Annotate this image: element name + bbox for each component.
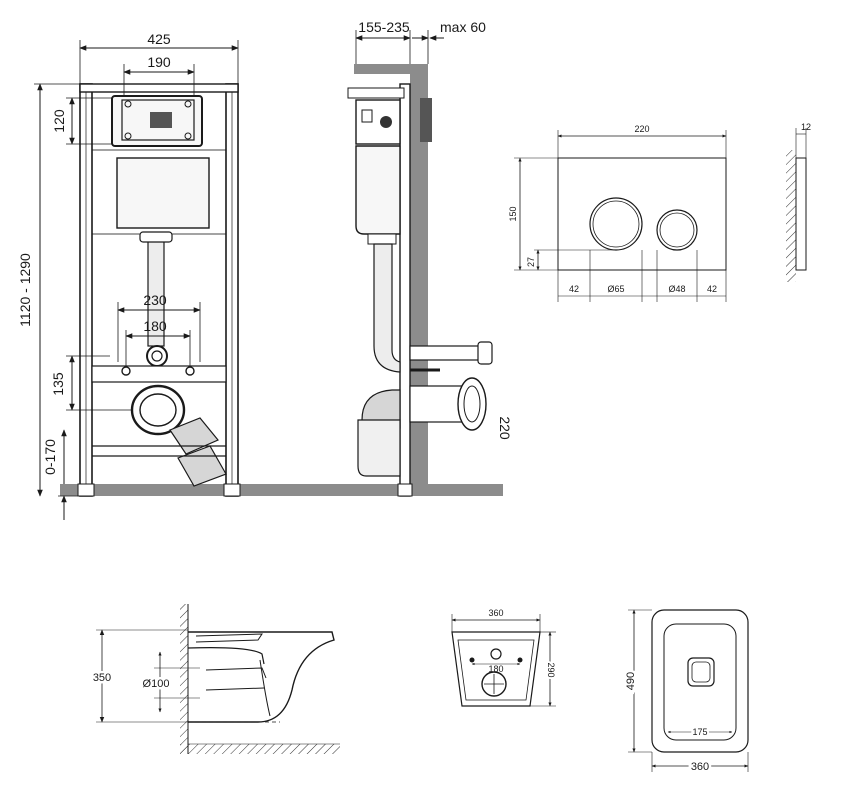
back-top-hole [490,648,502,660]
dim-top-inner: 175 [692,727,707,737]
dim-bottom-offset: 27 [526,257,536,267]
dim-total-width: 425 [147,31,171,47]
dim-edge-left: 42 [569,284,579,294]
frame-side-post [399,83,411,497]
side-inlet-pipe [409,345,485,361]
side-waste-elbow [361,389,401,429]
bowl-outline [188,631,335,723]
flush-plate-side-view: 12 [786,122,811,282]
inlet-connector [146,345,168,367]
frame-front-view: 425 190 1120 - 1290 120 230 180 135 0 [17,31,503,520]
dim-depth-range: 155-235 [358,19,410,35]
frame-top-rail [79,83,239,93]
bowl-top-outlet [687,657,715,687]
bolt-rail [91,365,227,383]
cistern-body [116,157,210,229]
dim-plate-offset: 120 [51,109,67,133]
dim-bowl-outlet: Ø100 [143,678,170,690]
bowl-top-view: 490 175 360 [623,609,749,776]
dim-button-small: Ø48 [668,284,685,294]
dim-plate-width-220: 220 [634,124,649,134]
side-flush-pipe [373,243,401,373]
dim-plate-thickness: 12 [801,122,811,132]
dim-back-width: 360 [488,608,503,618]
button-small [656,209,698,251]
dim-back-bolt: 180 [488,664,503,674]
dim-edge-right: 42 [707,284,717,294]
bolt-right [185,366,195,376]
flush-plate-edge [795,157,807,271]
button-large [589,197,643,251]
dim-height-range: 1120 - 1290 [17,253,33,327]
bowl-wall-hatch [180,604,188,754]
dim-plate-height-150: 150 [508,206,518,221]
dim-cut-label: 220 [497,416,513,440]
dim-floor-offset: 0-170 [42,439,58,475]
bowl-side-view: 350 Ø100 [90,604,340,754]
bowl-back-view: 360 180 290 [451,608,558,707]
dim-top-width: 360 [691,761,709,773]
dim-button-large: Ø65 [607,284,624,294]
dim-bowl-height: 350 [93,672,111,684]
dim-bolt-outer: 230 [143,292,167,308]
dim-bolt-height: 135 [50,372,66,396]
flush-plate-front-view: 220 150 27 42 Ø65 Ø48 42 [508,124,727,302]
side-cistern-body [355,145,401,235]
dim-plate-width: 190 [147,54,171,70]
dim-top-length: 490 [625,672,637,690]
floor-strip [60,484,503,496]
dim-max-wall: max 60 [440,19,486,35]
frame-side-view: 155-235 max 60 220 [347,19,513,497]
side-waste-flange [457,377,487,431]
dim-bolt-inner: 180 [143,318,167,334]
bolt-left [121,366,131,376]
dim-back-height: 290 [546,662,556,677]
